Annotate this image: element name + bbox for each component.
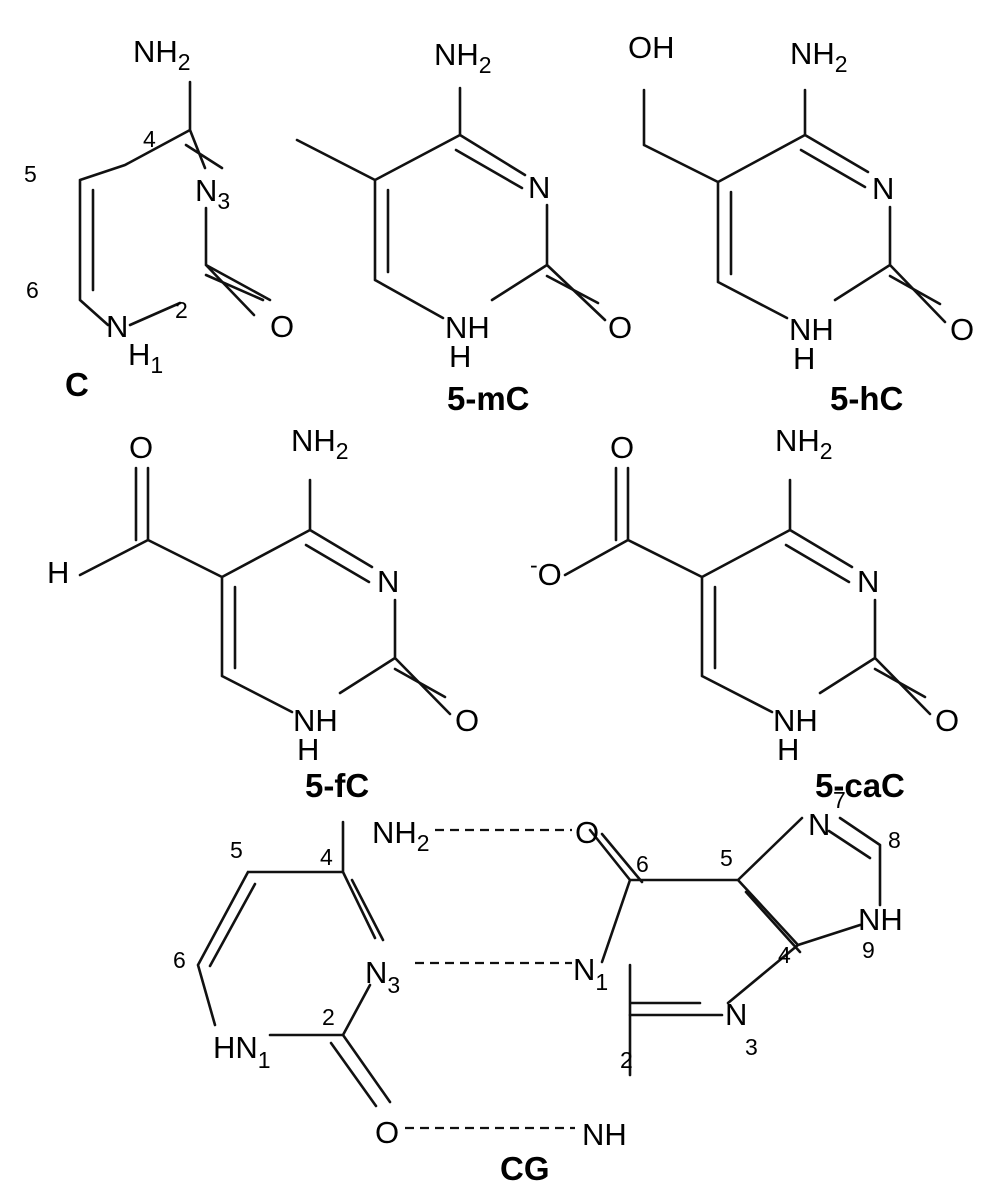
- c-amino-label: NH2: [133, 34, 191, 75]
- molecule-c: NH2 N3 O N H1 4 5 6 2 C: [24, 34, 294, 403]
- cg-cytosine-bonds: [196, 820, 392, 1104]
- cg-guanine-n1-label: N1: [573, 952, 608, 995]
- cg-cytosine-double-bonds: [208, 878, 385, 1108]
- 5hc-bonds: [642, 88, 947, 324]
- 5mc-n1-h-label: H: [449, 339, 471, 374]
- molecule-5cac: O -O NH2 N O NH H 5-caC: [530, 423, 959, 804]
- cg-guanine-n9-label: NH: [858, 902, 903, 937]
- c-position-5: 5: [24, 161, 37, 187]
- cg-guanine-position-5: 5: [720, 845, 733, 871]
- cg-guanine-position-8: 8: [888, 827, 901, 853]
- cg-cytosine-position-6: 6: [173, 947, 186, 973]
- 5mc-double-bonds: [386, 148, 600, 305]
- cg-guanine-amine-label: NH: [582, 1117, 627, 1152]
- c-n1-label: N: [106, 309, 128, 344]
- 5cac-carbonyl-oxygen-label: O: [610, 430, 634, 465]
- 5cac-amino-label: NH2: [775, 423, 833, 464]
- molecule-5mc: NH2 N O NH H 5-mC: [295, 37, 632, 417]
- 5cac-name: 5-caC: [815, 767, 905, 804]
- 5fc-n3-label: N: [377, 564, 399, 599]
- 5hc-n1-h-label: H: [793, 341, 815, 376]
- cg-guanine-bonds: [588, 816, 882, 1077]
- molecule-5fc: O H NH2 N O NH H 5-fC: [47, 423, 479, 804]
- c-position-4: 4: [143, 126, 156, 152]
- 5mc-oxygen-label: O: [608, 310, 632, 345]
- cg-guanine-n7-label: N: [808, 807, 830, 842]
- cg-cytosine-oxygen-label: O: [375, 1115, 399, 1150]
- molecule-5hc: OH NH2 N O NH H 5-hC: [628, 30, 974, 417]
- 5fc-name: 5-fC: [305, 767, 369, 804]
- 5fc-n1-h-label: H: [297, 732, 319, 767]
- cg-cytosine-position-5: 5: [230, 837, 243, 863]
- cg-cytosine-n3-label: N3: [365, 955, 400, 998]
- 5cac-oxygen-label: O: [935, 703, 959, 738]
- cg-guanine-o6-label: O: [575, 815, 599, 850]
- 5hc-amino-label: NH2: [790, 36, 848, 77]
- cg-cytosine-position-2: 2: [322, 1004, 335, 1030]
- cg-guanine-n3-label: N: [725, 997, 747, 1032]
- c-ring-bonds: [78, 80, 272, 327]
- cg-guanine-double-bonds: [600, 829, 872, 1017]
- c-name: C: [65, 366, 89, 403]
- c-double-bonds: [91, 143, 265, 302]
- c-oxygen-label: O: [270, 309, 294, 344]
- c-position-2: 2: [175, 297, 188, 323]
- cg-guanine-position-9: 9: [862, 937, 875, 963]
- 5cac-carboxylate-oxygen-label: -O: [530, 552, 562, 592]
- 5fc-oxygen-label: O: [455, 703, 479, 738]
- 5fc-amino-label: NH2: [291, 423, 349, 464]
- cg-guanine-position-4: 4: [778, 942, 791, 968]
- cg-cytosine-amino-label: NH2: [372, 815, 430, 856]
- 5cac-n1-h-label: H: [777, 732, 799, 767]
- 5mc-bonds: [295, 86, 607, 322]
- cg-guanine-position-2: 2: [620, 1047, 633, 1073]
- 5hc-double-bonds: [729, 148, 942, 306]
- 5cac-bonds: [563, 466, 932, 716]
- c-n3-label: N3: [195, 173, 230, 214]
- cg-guanine-position-3: 3: [745, 1034, 758, 1060]
- 5hc-n3-label: N: [872, 171, 894, 206]
- 5hc-n1-label: NH: [789, 312, 834, 347]
- 5mc-n3-label: N: [528, 170, 550, 205]
- 5fc-aldehyde-h-label: H: [47, 555, 69, 590]
- cg-cytosine-position-4: 4: [320, 844, 333, 870]
- 5fc-bonds: [78, 466, 452, 716]
- 5cac-n1-label: NH: [773, 703, 818, 738]
- 5cac-n3-label: N: [857, 564, 879, 599]
- cg-name: CG: [500, 1150, 550, 1187]
- c-position-6: 6: [26, 277, 39, 303]
- cg-cytosine-n1-label: HN1: [213, 1030, 271, 1073]
- 5hc-hydroxyl-label: OH: [628, 30, 675, 65]
- 5fc-n1-label: NH: [293, 703, 338, 738]
- cg-base-pair: NH2 N3 HN1 O 4 5 6 2 O N1 N N NH NH 6 5 …: [173, 787, 903, 1187]
- c-h1-label: H1: [128, 337, 163, 378]
- 5mc-name: 5-mC: [447, 380, 530, 417]
- 5fc-double-bonds: [134, 466, 447, 699]
- cg-guanine-position-6: 6: [636, 851, 649, 877]
- 5mc-amino-label: NH2: [434, 37, 492, 78]
- 5mc-n1-label: NH: [445, 310, 490, 345]
- cg-guanine-position-7: 7: [833, 787, 846, 813]
- cg-hydrogen-bonds: [405, 828, 575, 1130]
- 5hc-name: 5-hC: [830, 380, 903, 417]
- 5fc-carbonyl-oxygen-label: O: [129, 430, 153, 465]
- 5cac-double-bonds: [614, 466, 927, 699]
- 5hc-oxygen-label: O: [950, 312, 974, 347]
